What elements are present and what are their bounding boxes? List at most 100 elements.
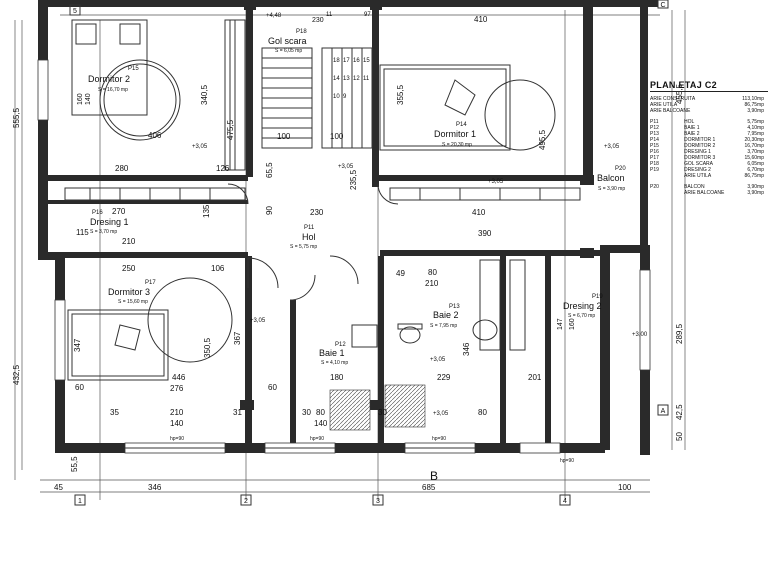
room-code: P19 bbox=[592, 294, 603, 300]
balcony-table-name: ARIE BALCOANE bbox=[684, 190, 725, 196]
bed-dormitor-1 bbox=[379, 64, 556, 151]
summary-value: 3,90mp bbox=[747, 108, 764, 114]
room-area: S = 20,30 mp bbox=[442, 142, 472, 148]
balcony-table-name: BALCON bbox=[684, 184, 705, 190]
room-table-code: P19 bbox=[650, 167, 659, 173]
room-table-value: 6,05mp bbox=[747, 161, 764, 167]
dimension-label: 30 bbox=[302, 408, 311, 417]
dimension-label: 140 bbox=[314, 419, 328, 428]
dimension-label: 230 bbox=[312, 17, 324, 24]
dimension-label: 210 bbox=[425, 279, 439, 288]
axis-marker-2: 2 bbox=[244, 498, 248, 505]
dimension-label: 276 bbox=[170, 384, 184, 393]
dimension-labels-lower: 446 276 180 229 201 210 140 140 80 80 30… bbox=[75, 373, 542, 428]
level-marker: +3,05 bbox=[250, 318, 266, 324]
room-table-value: 5,75mp bbox=[747, 119, 764, 125]
room-table-row: P12 BAIE 1 4,10mp bbox=[650, 125, 768, 131]
door-swings bbox=[227, 183, 399, 301]
window-openings bbox=[37, 59, 651, 454]
room-table-code: P15 bbox=[650, 143, 659, 149]
room-table-value: 15,60mp bbox=[744, 155, 764, 161]
room-code: P17 bbox=[145, 280, 156, 286]
dimension-label: 90 bbox=[265, 206, 274, 215]
room-area: S = 3,70 mp bbox=[90, 229, 117, 235]
level-marker: +3,05 bbox=[192, 144, 208, 150]
dimension-label: 31 bbox=[233, 408, 242, 417]
window-label: hp=90 bbox=[170, 436, 184, 442]
summary-row: ARIE BALCOANE 3,90mp bbox=[650, 108, 768, 114]
room-name: Dresing 2 bbox=[563, 301, 602, 311]
summary-label: ARIE UTILA bbox=[650, 102, 678, 108]
dimension-label: 115 bbox=[76, 228, 89, 237]
dimension-label: 49 bbox=[396, 269, 405, 278]
interior-walls bbox=[38, 0, 605, 446]
stair-number: 14 bbox=[333, 76, 340, 82]
dimension-label: 80 bbox=[316, 408, 325, 417]
room-table-row: P19 DRESING 2 6,70mp bbox=[650, 167, 768, 173]
room-code: P18 bbox=[296, 29, 307, 35]
dimension-label: 446 bbox=[172, 373, 186, 382]
room-name: Dormitor 3 bbox=[108, 287, 150, 297]
room-table-row: P11 HOL 5,75mp bbox=[650, 119, 768, 125]
dimension-label: 100 bbox=[277, 132, 291, 141]
dimension-labels-bottom: 45 346 685 100 55,5 bbox=[54, 456, 632, 492]
room-code: P11 bbox=[304, 225, 315, 231]
room-table-row: ARIE UTILA 86,75mp bbox=[650, 173, 768, 179]
dimension-label: 30 bbox=[378, 408, 387, 417]
room-table-value: 16,70mp bbox=[744, 143, 764, 149]
dimension-label: 432,5 bbox=[12, 364, 21, 385]
window-labels: hp=90 hp=90 hp=90 hp=90 bbox=[170, 436, 574, 464]
room-table-value: 3,70mp bbox=[747, 149, 764, 155]
room-table-row: P13 BAIE 2 7,95mp bbox=[650, 131, 768, 137]
dimension-label: 42,5 bbox=[675, 404, 684, 420]
room-name: Gol scara bbox=[268, 36, 307, 46]
room-table-code: P11 bbox=[650, 119, 659, 125]
window-label: hp=90 bbox=[432, 436, 446, 442]
room-name: Dormitor 1 bbox=[434, 129, 476, 139]
dimension-label: 135 bbox=[202, 204, 211, 218]
area-legend: PLAN ETAJ C2 ARIE CONSTRUITA 113,10mp AR… bbox=[650, 80, 768, 196]
room-table-name: DORMITOR 1 bbox=[684, 137, 716, 143]
dimension-label: 410 bbox=[472, 208, 486, 217]
level-marker: +3,05 bbox=[604, 144, 620, 150]
dimension-labels-middle: 280 126 270 115 210 230 410 390 250 106 … bbox=[76, 164, 492, 288]
dimension-label: 65,5 bbox=[265, 162, 274, 178]
stair-number: 11 bbox=[363, 76, 370, 82]
summary-label: ARIE CONSTRUITA bbox=[650, 96, 696, 102]
room-table-name: DRESING 1 bbox=[684, 149, 711, 155]
dimension-label: 355,5 bbox=[396, 84, 405, 105]
room-table-code: P18 bbox=[650, 161, 659, 167]
dimension-labels-top: 406 230 11 97 410 340,5 475,5 100 100 bbox=[148, 12, 488, 141]
room-code: P15 bbox=[128, 66, 139, 72]
room-area: S = 6,70 mp bbox=[568, 313, 595, 319]
axis-marker-4: 4 bbox=[563, 498, 567, 505]
room-table-value: 20,30mp bbox=[744, 137, 764, 143]
dimension-label: 210 bbox=[122, 237, 136, 246]
dimension-label: 495,5 bbox=[538, 129, 547, 150]
dimension-label: 350,5 bbox=[203, 337, 212, 358]
room-table-value: 4,10mp bbox=[747, 125, 764, 131]
room-area: S = 5,75 mp bbox=[290, 244, 317, 250]
room-table-code: P17 bbox=[650, 155, 659, 161]
room-code: P13 bbox=[449, 304, 460, 310]
room-code: P14 bbox=[456, 122, 467, 128]
summary-value: 86,75mp bbox=[744, 102, 764, 108]
room-table-name: BAIE 2 bbox=[684, 131, 700, 137]
stair-number: 15 bbox=[363, 58, 370, 64]
dimension-label: 340,5 bbox=[200, 84, 209, 105]
room-name: Dresing 1 bbox=[90, 217, 129, 227]
bathroom-fixtures bbox=[329, 319, 498, 431]
dimension-label: 100 bbox=[618, 483, 632, 492]
room-table-row: P18 GOL SCARA 6,05mp bbox=[650, 161, 768, 167]
room-area: S = 6,05 mp bbox=[275, 48, 302, 54]
room-table-name: GOL SCARA bbox=[684, 161, 713, 167]
dimension-label: 280 bbox=[115, 164, 129, 173]
dimension-label: 50 bbox=[675, 432, 684, 441]
room-code: P12 bbox=[335, 342, 346, 348]
stair-number: 16 bbox=[353, 58, 360, 64]
stair-number: 9 bbox=[343, 94, 347, 100]
level-marker: +3,05 bbox=[488, 179, 504, 185]
dimension-label: 140 bbox=[170, 419, 184, 428]
room-table-code: P12 bbox=[650, 125, 659, 131]
